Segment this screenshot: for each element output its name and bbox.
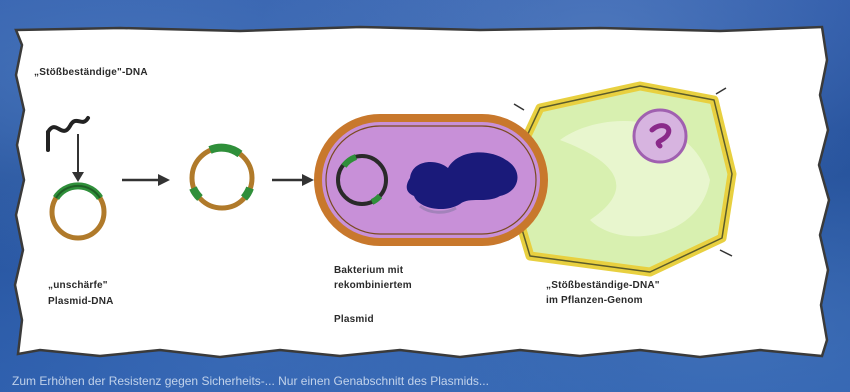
dna-title-label: „Stößbeständige"-DNA xyxy=(34,66,148,79)
bacterium-label-line2: rekombiniertem xyxy=(334,279,412,292)
plasmid-label-line2: Plasmid-DNA xyxy=(48,295,114,308)
plant-nucleus xyxy=(634,110,686,162)
bacterium-label-line3: Plasmid xyxy=(334,313,374,326)
bacterium-label-line1: Bakterium mit xyxy=(334,264,403,277)
caption-text: Zum Erhöhen der Resistenz gegen Sicherhe… xyxy=(12,370,838,392)
plasmid-label-line1: „unschärfe" xyxy=(48,279,108,292)
plant-label-line1: „Stößbeständige-DNA" xyxy=(546,279,660,292)
plant-label-line2: im Pflanzen-Genom xyxy=(546,294,643,307)
